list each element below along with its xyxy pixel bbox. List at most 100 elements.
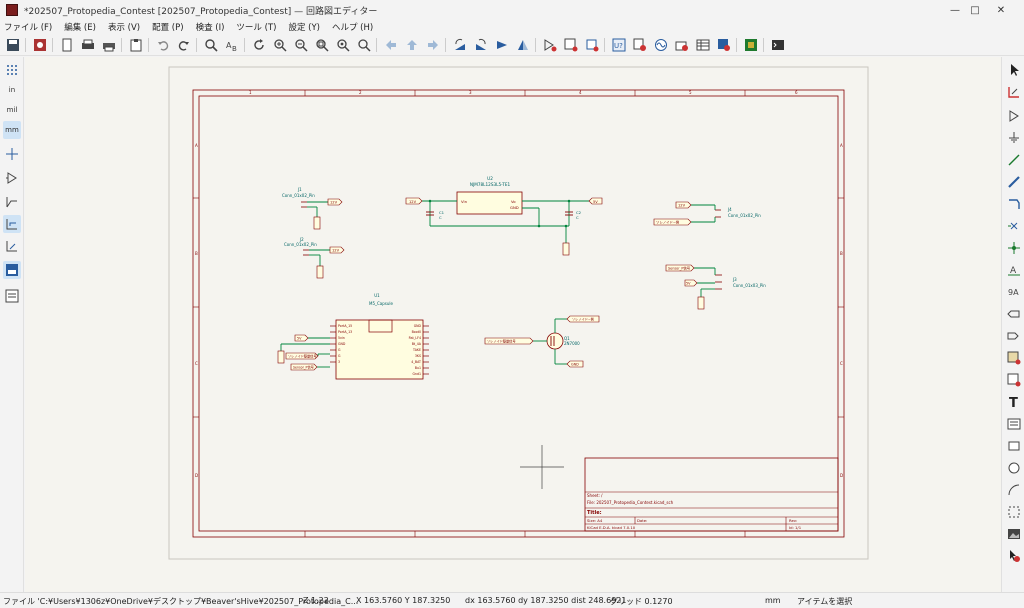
add-bus-button[interactable] bbox=[1005, 173, 1023, 191]
paste-button[interactable] bbox=[127, 36, 144, 53]
cursor-style-button[interactable] bbox=[3, 145, 21, 163]
menu-preferences[interactable]: 設定 (Y) bbox=[288, 23, 320, 33]
j2-12v-label[interactable]: 12V bbox=[329, 246, 345, 254]
mirror-horizontal-button[interactable] bbox=[514, 36, 531, 53]
add-wire-button[interactable] bbox=[1005, 151, 1023, 169]
add-textbox-button[interactable] bbox=[1005, 415, 1023, 433]
footprint-editor-button[interactable] bbox=[583, 36, 600, 53]
highlight-net-button[interactable] bbox=[1005, 83, 1023, 101]
j3-gnd-symbol[interactable] bbox=[697, 296, 705, 310]
j3-sensor-label[interactable]: Sensor_P信号 bbox=[665, 264, 695, 272]
line-mode-90-button[interactable] bbox=[3, 215, 21, 233]
grid-toggle-button[interactable] bbox=[3, 61, 21, 79]
navigate-forward-button[interactable] bbox=[424, 36, 441, 53]
add-hierarchical-label-button[interactable] bbox=[1005, 327, 1023, 345]
add-power-button[interactable] bbox=[1005, 129, 1023, 147]
u2-regulator[interactable]: U2 NJM78L12S3L5-TE1 Vin Vo GND bbox=[456, 176, 523, 215]
add-text-button[interactable]: T bbox=[1005, 393, 1023, 411]
scripting-console-button[interactable] bbox=[769, 36, 786, 53]
menu-help[interactable]: ヘルプ (H) bbox=[331, 23, 374, 33]
add-no-connect-button[interactable] bbox=[1005, 217, 1023, 235]
pcb-editor-button[interactable] bbox=[742, 36, 759, 53]
page-settings-button[interactable] bbox=[58, 36, 75, 53]
zoom-objects-button[interactable] bbox=[334, 36, 351, 53]
c1-capacitor[interactable] bbox=[426, 211, 434, 216]
schematic-canvas[interactable]: A B C D A B C D 1 2 3 4 5 6 U2 NJM78L12S… bbox=[25, 57, 1001, 592]
add-bus-entry-button[interactable] bbox=[1005, 195, 1023, 213]
refresh-button[interactable] bbox=[250, 36, 267, 53]
maximize-button[interactable]: □ bbox=[970, 4, 980, 16]
rotate-cw-button[interactable] bbox=[472, 36, 489, 53]
schematic-setup-button[interactable] bbox=[31, 36, 48, 53]
add-polyline-button[interactable] bbox=[1005, 503, 1023, 521]
u1-solenoid-label[interactable]: ソレノイド駆動信号 bbox=[285, 352, 319, 360]
add-label-button[interactable]: A bbox=[1005, 261, 1023, 279]
zoom-in-button[interactable] bbox=[271, 36, 288, 53]
u1-sensor-label[interactable]: Sensor_P信号 bbox=[290, 363, 318, 371]
add-net-class-label-button[interactable]: 9A bbox=[1005, 283, 1023, 301]
zoom-out-button[interactable] bbox=[292, 36, 309, 53]
units-inches-button[interactable]: in bbox=[8, 86, 16, 94]
zoom-fit-button[interactable] bbox=[313, 36, 330, 53]
j1-gnd-symbol[interactable] bbox=[313, 216, 321, 230]
show-hidden-pins-button[interactable] bbox=[3, 169, 21, 187]
menu-edit[interactable]: 編集 (E) bbox=[64, 23, 96, 33]
print-button[interactable] bbox=[79, 36, 96, 53]
annotate-button[interactable]: U? bbox=[610, 36, 627, 53]
close-button[interactable]: ✕ bbox=[996, 4, 1006, 16]
j1-12v-label[interactable]: 12V bbox=[327, 198, 343, 206]
j4-12v-label[interactable]: 12V bbox=[675, 201, 692, 209]
generate-netlist-button[interactable] bbox=[715, 36, 732, 53]
j2-connector[interactable]: J2 Conn_01x02_Pin bbox=[284, 237, 317, 256]
add-circle-button[interactable] bbox=[1005, 459, 1023, 477]
symbol-browser-button[interactable] bbox=[562, 36, 579, 53]
assign-footprints-button[interactable] bbox=[673, 36, 690, 53]
menu-inspect[interactable]: 検査 (I) bbox=[195, 23, 225, 33]
delete-tool-button[interactable] bbox=[1005, 547, 1023, 565]
add-arc-button[interactable] bbox=[1005, 481, 1023, 499]
j3-5v-label[interactable]: 5V bbox=[684, 279, 698, 287]
select-tool-button[interactable] bbox=[1005, 61, 1023, 79]
add-global-label-button[interactable] bbox=[1005, 305, 1023, 323]
hierarchy-navigator-button[interactable] bbox=[3, 261, 21, 279]
j2-gnd-symbol[interactable] bbox=[316, 265, 324, 279]
j1-connector[interactable]: J1 Conn_01x02_Pin bbox=[282, 187, 315, 208]
bom-button[interactable] bbox=[694, 36, 711, 53]
add-image-button[interactable] bbox=[1005, 525, 1023, 543]
import-sheet-pin-button[interactable] bbox=[1005, 371, 1023, 389]
u1-5v-label[interactable]: 5V bbox=[294, 334, 309, 342]
plot-button[interactable] bbox=[100, 36, 117, 53]
save-button[interactable] bbox=[4, 36, 21, 53]
units-mils-button[interactable]: mil bbox=[6, 106, 18, 114]
minimize-button[interactable]: — bbox=[950, 4, 960, 16]
undo-button[interactable] bbox=[154, 36, 171, 53]
j3-connector[interactable]: J3 Conn_01x03_Pin bbox=[715, 274, 766, 290]
menu-view[interactable]: 表示 (V) bbox=[107, 23, 141, 33]
add-junction-button[interactable] bbox=[1005, 239, 1023, 257]
u2-gnd-symbol[interactable] bbox=[562, 242, 570, 256]
q1-drain-label[interactable]: ソレノイド−側 bbox=[566, 315, 600, 323]
navigate-up-button[interactable] bbox=[403, 36, 420, 53]
menu-place[interactable]: 配置 (P) bbox=[152, 23, 184, 33]
erc-button[interactable] bbox=[631, 36, 648, 53]
symbol-editor-button[interactable] bbox=[541, 36, 558, 53]
u1-gnd-symbol[interactable] bbox=[277, 350, 285, 364]
add-sheet-button[interactable] bbox=[1005, 349, 1023, 367]
units-mm-button[interactable]: mm bbox=[3, 121, 21, 139]
mirror-vertical-button[interactable] bbox=[493, 36, 510, 53]
j4-solenoid-label[interactable]: ソレノイド−側 bbox=[653, 218, 692, 226]
add-rectangle-button[interactable] bbox=[1005, 437, 1023, 455]
u2-output-label[interactable]: 5V bbox=[588, 197, 603, 205]
menu-file[interactable]: ファイル (F) bbox=[4, 23, 53, 33]
redo-button[interactable] bbox=[175, 36, 192, 53]
q1-gate-label[interactable]: ソレノイド駆動信号 bbox=[484, 337, 534, 345]
rotate-ccw-button[interactable] bbox=[451, 36, 468, 53]
zoom-selection-button[interactable] bbox=[355, 36, 372, 53]
navigate-back-button[interactable] bbox=[382, 36, 399, 53]
simulator-button[interactable] bbox=[652, 36, 669, 53]
find-button[interactable] bbox=[202, 36, 219, 53]
menu-tools[interactable]: ツール (T) bbox=[236, 23, 277, 33]
c2-capacitor[interactable] bbox=[565, 211, 573, 216]
q1-gnd-label[interactable]: GND bbox=[566, 360, 584, 368]
